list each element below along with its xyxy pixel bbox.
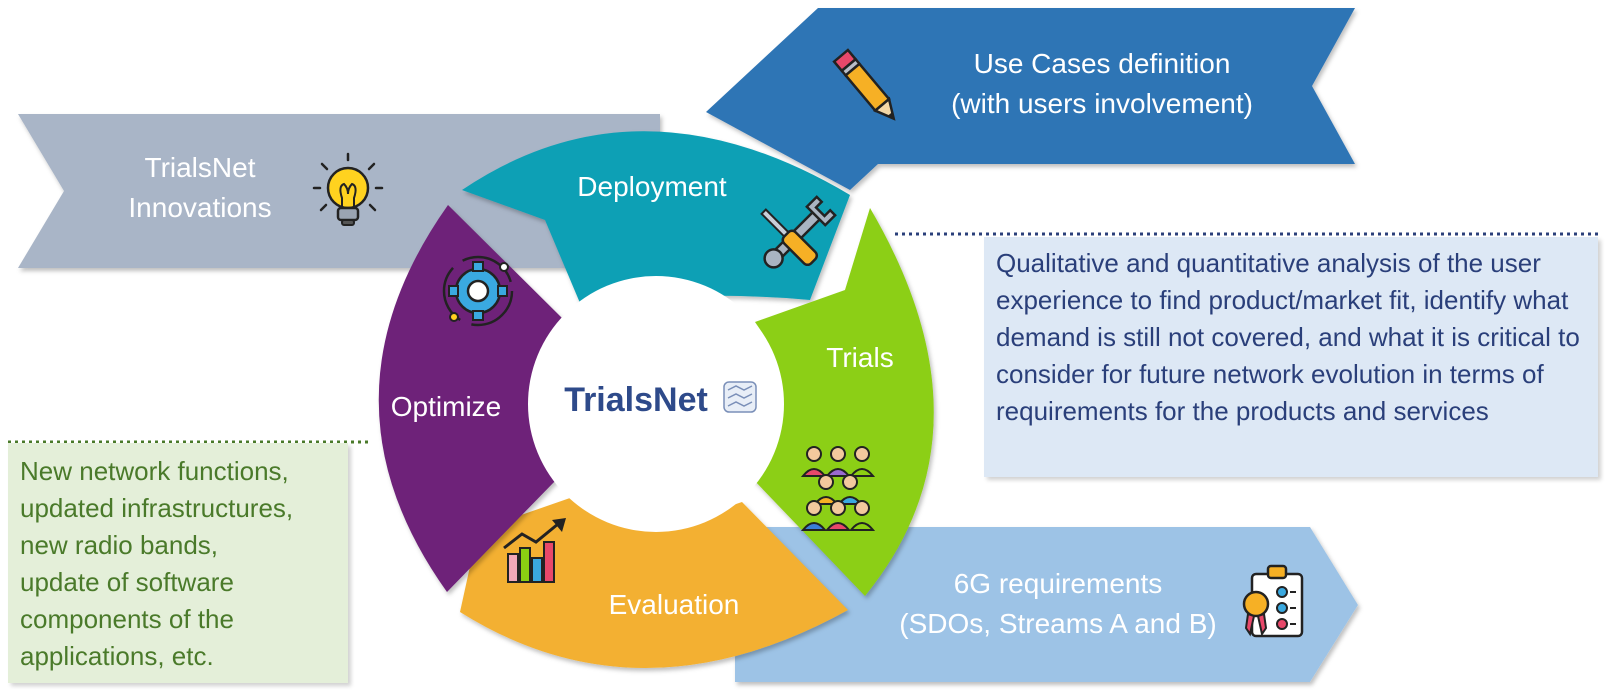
updates-line: applications, etc.	[20, 641, 214, 671]
use-cases-title-line1: Use Cases definition	[974, 48, 1231, 79]
updates-line: new radio bands,	[20, 530, 219, 560]
updates-line: update of software	[20, 567, 234, 597]
updates-line: New network functions,	[20, 456, 289, 486]
innovations-title-line1: TrialsNet	[145, 152, 256, 183]
innovations-title-line2: Innovations	[128, 192, 271, 223]
cycle-center	[528, 276, 784, 532]
pencil-icon	[832, 48, 896, 121]
requirements-title-line1: 6G requirements	[954, 568, 1163, 599]
lightbulb-icon	[312, 152, 384, 226]
people-icon	[800, 446, 876, 531]
growth-chart-icon	[503, 518, 566, 583]
analysis-note: Qualitative and quantitative analysis of…	[984, 237, 1598, 477]
use-cases-banner	[706, 8, 1355, 190]
segment-label-evaluation: Evaluation	[609, 589, 740, 620]
cycle-segment-optimize	[378, 205, 562, 592]
cycle-segment-evaluation	[460, 498, 848, 669]
updates-note: New network functions, updated infrastru…	[8, 443, 348, 683]
center-title: TrialsNet	[564, 381, 708, 419]
requirements-banner	[735, 527, 1358, 682]
updates-line: updated infrastructures,	[20, 493, 294, 523]
tools-icon	[760, 195, 837, 269]
segment-label-optimize: Optimize	[391, 391, 501, 422]
updates-line: components of the	[20, 604, 234, 634]
segment-label-trials: Trials	[826, 342, 893, 373]
cycle-segment-deployment	[462, 131, 850, 303]
segment-label-deployment: Deployment	[577, 171, 727, 202]
trialsnet-logo-icon	[723, 381, 757, 413]
cycle-segment-trials	[752, 208, 934, 596]
requirements-title-line2: (SDOs, Streams A and B)	[899, 608, 1216, 639]
analysis-note-text: Qualitative and quantitative analysis of…	[996, 248, 1580, 426]
gear-icon	[442, 255, 514, 327]
checklist-icon	[1242, 564, 1304, 638]
use-cases-title-line2: (with users involvement)	[951, 88, 1253, 119]
